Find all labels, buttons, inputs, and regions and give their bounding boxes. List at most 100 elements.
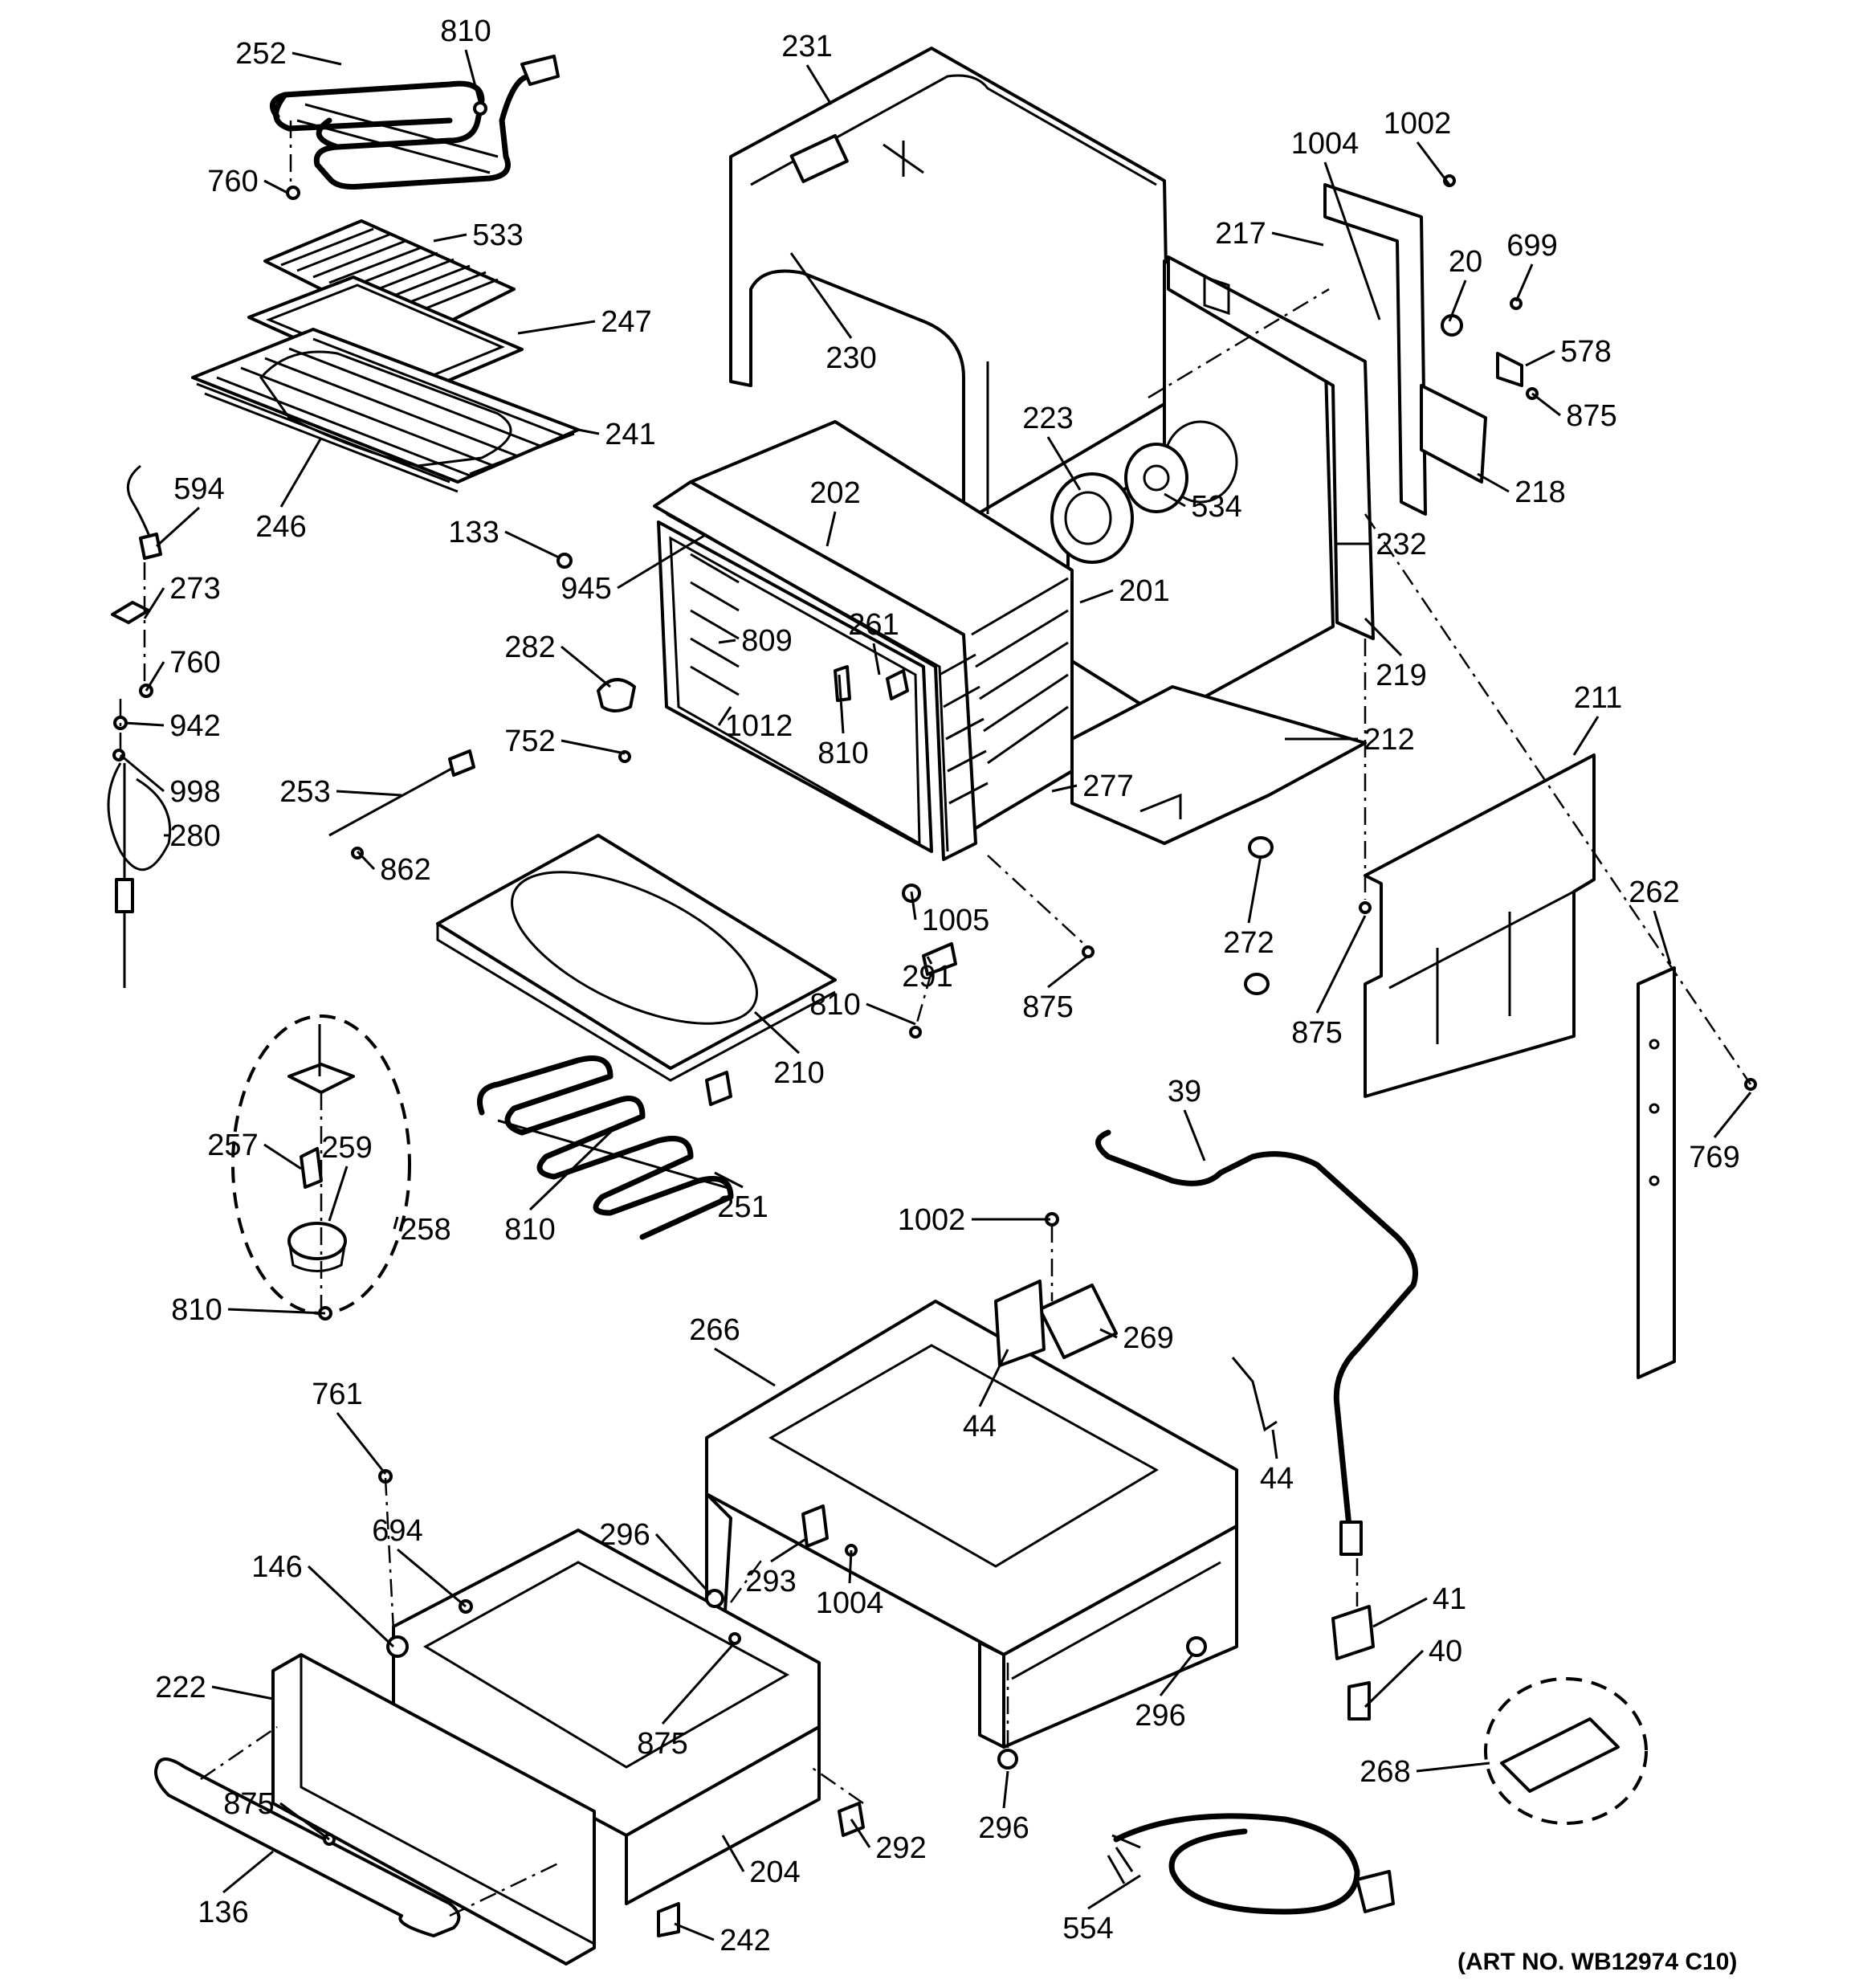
callout-label: 810 xyxy=(817,737,868,770)
callout-label: 875 xyxy=(223,1787,274,1821)
callout-875: 875 xyxy=(223,1787,330,1841)
callout-leader xyxy=(1183,1109,1206,1161)
callout-leader xyxy=(1572,716,1600,756)
callout-262: 262 xyxy=(1629,876,1680,965)
callout-leader xyxy=(397,1548,467,1608)
callout-258: 258 xyxy=(393,1213,451,1247)
callout-leader xyxy=(211,1685,274,1700)
callout-leader xyxy=(1323,161,1381,320)
side-trim xyxy=(1637,966,1676,1379)
callout-leader xyxy=(279,437,323,508)
callout-label: 44 xyxy=(1260,1462,1294,1496)
callout-219: 219 xyxy=(1364,617,1427,692)
callout-232: 232 xyxy=(1337,528,1427,561)
callout-label: 810 xyxy=(171,1293,222,1327)
callout-554: 554 xyxy=(1062,1874,1141,1945)
callout-296: 296 xyxy=(978,1770,1029,1845)
callout-label: 210 xyxy=(773,1056,824,1090)
outer-case-wrapper xyxy=(729,47,1170,524)
callout-leader xyxy=(654,1533,712,1596)
callout-label: 273 xyxy=(169,572,220,606)
callout-leader xyxy=(838,674,845,734)
callout-241: 241 xyxy=(577,418,656,451)
callout-leader xyxy=(1046,436,1082,491)
callout-label: 258 xyxy=(400,1213,450,1247)
callout-1002: 1002 xyxy=(1384,107,1451,186)
callout-leader xyxy=(866,1002,916,1026)
callout-leader xyxy=(789,252,853,339)
oven-cavity xyxy=(653,420,1074,861)
callout-leader xyxy=(279,1802,330,1841)
callout-217: 217 xyxy=(1215,217,1324,251)
callout-label: 40 xyxy=(1429,1635,1462,1668)
callout-1004: 1004 xyxy=(816,1549,883,1620)
callout-label: 282 xyxy=(504,631,555,664)
callout-label: 810 xyxy=(440,14,491,48)
callout-leader xyxy=(826,511,837,547)
callout-leader xyxy=(1514,263,1534,302)
callout-266: 266 xyxy=(689,1313,776,1387)
callout-862: 862 xyxy=(356,850,431,887)
callout-leader xyxy=(770,1537,808,1563)
callout-810: 810 xyxy=(817,674,869,770)
callout-leader xyxy=(1448,280,1467,322)
callout-leader xyxy=(714,1347,776,1387)
callout-label: 296 xyxy=(978,1811,1029,1845)
callout-223: 223 xyxy=(1022,402,1082,491)
callout-leader xyxy=(528,1123,620,1211)
callout-label: 252 xyxy=(235,37,286,71)
callout-leader xyxy=(227,1308,326,1315)
callout-269: 269 xyxy=(1099,1321,1174,1355)
callout-leader xyxy=(1372,1597,1428,1628)
callout-label: 942 xyxy=(169,709,220,743)
callout-label: 230 xyxy=(826,341,876,375)
callout-label: 41 xyxy=(1433,1582,1466,1616)
callout-label: 809 xyxy=(741,624,792,658)
callout-204: 204 xyxy=(721,1835,801,1889)
callout-1012: 1012 xyxy=(717,706,793,743)
callout-leader xyxy=(926,956,933,965)
callout-leader xyxy=(872,643,881,676)
callout-533: 533 xyxy=(433,218,524,252)
callout-41: 41 xyxy=(1372,1582,1466,1628)
callout-leader xyxy=(718,639,736,644)
callout-133: 133 xyxy=(448,516,561,560)
callout-leader xyxy=(674,1922,715,1941)
terminal-block-assembly xyxy=(1484,1677,1648,1825)
bake-element xyxy=(477,1055,734,1240)
callout-label: 752 xyxy=(504,725,555,758)
callout-leader xyxy=(1477,472,1510,493)
callout-label: 272 xyxy=(1223,926,1274,960)
callout-222: 222 xyxy=(155,1671,274,1704)
callout-label: 261 xyxy=(848,608,899,642)
callout-leader xyxy=(504,530,561,560)
callout-761: 761 xyxy=(312,1378,387,1475)
callout-label: 761 xyxy=(312,1378,362,1411)
callout-202: 202 xyxy=(809,476,861,547)
callout-594: 594 xyxy=(155,472,225,548)
callout-label: 223 xyxy=(1022,402,1073,435)
callout-label: 1004 xyxy=(1291,127,1360,161)
callout-label: 247 xyxy=(601,305,651,339)
callout-leader xyxy=(910,891,917,921)
callout-leader xyxy=(464,49,482,105)
callout-leader xyxy=(661,1642,736,1725)
callout-769: 769 xyxy=(1689,1092,1752,1174)
callout-label: 1005 xyxy=(922,904,990,937)
bake-element-cover xyxy=(436,834,837,1082)
callout-leader xyxy=(336,1412,387,1475)
callout-leader xyxy=(561,645,611,688)
callout-label: 875 xyxy=(1022,990,1073,1024)
callout-231: 231 xyxy=(781,30,833,105)
callout-leader xyxy=(721,1835,745,1872)
callout-label: 998 xyxy=(169,775,220,809)
callout-label: 211 xyxy=(1574,681,1623,715)
callout-leader xyxy=(1159,1654,1194,1696)
callout-leader xyxy=(120,753,165,793)
callout-leader xyxy=(291,51,342,66)
callout-label: 222 xyxy=(155,1671,206,1704)
callout-242: 242 xyxy=(674,1922,771,1957)
callout-label: 246 xyxy=(255,510,306,544)
callout-leader xyxy=(143,587,165,619)
callout-leader xyxy=(978,1349,1009,1407)
